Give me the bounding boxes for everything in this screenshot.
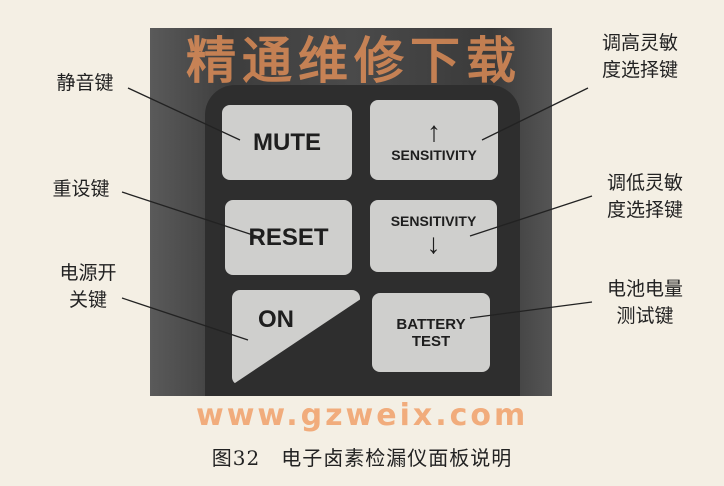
watermark-text: 精通维修下载 bbox=[186, 32, 522, 90]
label-reset: 重设键 bbox=[52, 178, 110, 200]
sensitivity-down-label: SENSITIVITY bbox=[390, 213, 477, 229]
label-battery-2: 测试键 bbox=[616, 305, 674, 327]
label-battery: 电池电量测试键 bbox=[590, 276, 700, 330]
leader-line-mute bbox=[127, 87, 241, 141]
mute-button: MUTE bbox=[222, 105, 352, 180]
on-button-label: ON bbox=[258, 306, 294, 333]
sensitivity-up-button: ↑SENSITIVITY bbox=[370, 100, 498, 180]
leader-line-sens-down bbox=[469, 195, 593, 237]
label-sens-up-2: 度选择键 bbox=[601, 59, 678, 81]
label-sens-up: 调高灵敏度选择键 bbox=[575, 30, 705, 84]
label-sens-down-1: 调低灵敏 bbox=[606, 172, 683, 194]
label-battery-1: 电池电量 bbox=[606, 278, 683, 300]
reset-button-label: RESET bbox=[248, 223, 329, 251]
label-power-1: 电源开 bbox=[59, 262, 117, 284]
battery-label-2: TEST bbox=[411, 332, 451, 350]
label-sens-down: 调低灵敏度选择键 bbox=[585, 170, 705, 224]
leader-line-battery bbox=[469, 301, 593, 319]
leader-line-reset bbox=[121, 191, 263, 239]
down-arrow-icon: ↓ bbox=[426, 228, 441, 259]
reset-button: RESET bbox=[225, 200, 352, 275]
sensitivity-down-button: SENSITIVITY↓ bbox=[370, 200, 497, 272]
sensitivity-up-label: SENSITIVITY bbox=[391, 147, 477, 163]
up-arrow-icon: ↑ bbox=[427, 116, 441, 147]
battery-label-1: BATTERY bbox=[396, 315, 466, 333]
label-power: 电源开关键 bbox=[48, 260, 128, 314]
label-mute: 静音键 bbox=[56, 72, 114, 94]
label-sens-up-1: 调高灵敏 bbox=[601, 32, 678, 54]
label-sens-down-2: 度选择键 bbox=[606, 199, 683, 221]
label-power-2: 关键 bbox=[68, 289, 107, 311]
leader-line-power bbox=[121, 297, 249, 341]
figure-caption: 图32 电子卤素检漏仪面板说明 bbox=[211, 446, 513, 470]
leader-line-sens-up bbox=[481, 87, 589, 141]
mute-button-label: MUTE bbox=[253, 128, 321, 156]
watermark-url: www.gzweix.com bbox=[196, 398, 529, 433]
